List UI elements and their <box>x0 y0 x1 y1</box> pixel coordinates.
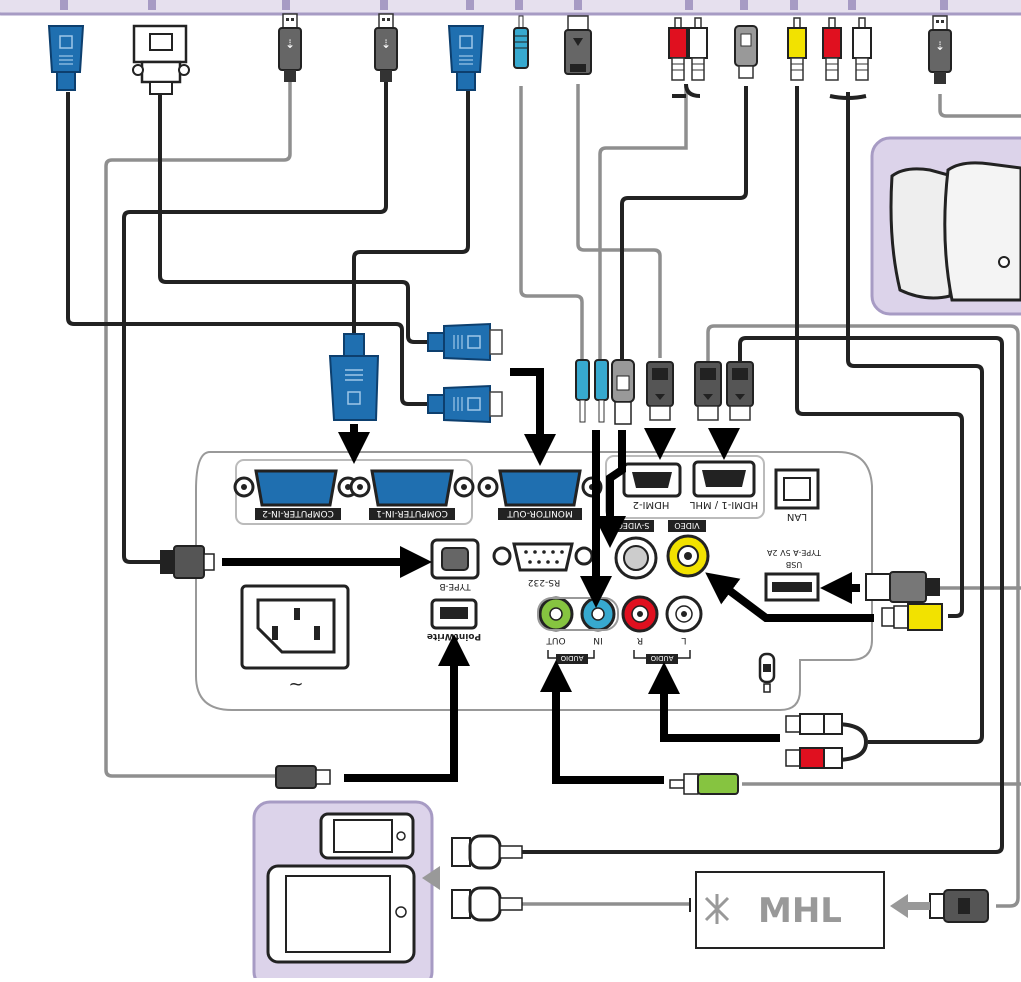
mini-jack-icon <box>669 773 739 795</box>
hdmi-1-mhl-label: HDMI-1 / MHL <box>689 499 758 510</box>
speaker-icon <box>889 161 1021 302</box>
usb-type-a-label: TYPE-A 5V 2A <box>766 548 822 557</box>
top-source-strip <box>0 0 1021 16</box>
mini-jack-icon <box>513 15 529 69</box>
power-inlet[interactable]: ~ <box>240 584 350 695</box>
mini-jack-icon <box>575 359 609 423</box>
mobile-device-box <box>252 800 434 982</box>
audio-r-port[interactable]: R <box>621 595 659 645</box>
rca-plug-icon <box>881 603 943 631</box>
rca-plug-icon <box>787 17 807 81</box>
audio-l-label: L <box>681 635 686 645</box>
ac-symbol: ~ <box>288 674 303 695</box>
hdmi-plug-icon <box>726 361 754 421</box>
monitor-out-label: MONITOR-OUT <box>507 508 573 518</box>
s-video-port[interactable]: S-VIDEO <box>612 520 658 580</box>
micro-hdmi-plug-icon <box>451 886 523 922</box>
rca-plug-icon <box>785 713 843 769</box>
video-port[interactable]: VIDEO <box>666 520 710 578</box>
usb-plug-icon <box>278 13 302 83</box>
rca-plug-icon <box>822 17 842 81</box>
hdmi-2-label: HDMI-2 <box>633 499 670 510</box>
lan-port[interactable]: LAN <box>774 468 820 522</box>
audio-l-port[interactable]: L <box>665 595 703 645</box>
gray-cables <box>104 82 1021 908</box>
vga-plug-icon <box>328 333 380 421</box>
monitor-out-port[interactable]: MONITOR-OUT <box>477 469 603 520</box>
hdmi-plug-icon <box>929 889 989 923</box>
speaker-device <box>870 136 1021 316</box>
computer-in-1-port[interactable]: COMPUTER-IN-1 <box>349 469 475 520</box>
audio-out-label: OUT <box>546 635 566 645</box>
audio-group-labels: AUDIO AUDIO <box>547 650 691 664</box>
pointwrite-label: PointWrite <box>427 631 481 641</box>
computer-in-2-port[interactable]: COMPUTER-IN-2 <box>233 469 359 520</box>
audio-group-label: AUDIO <box>650 654 673 662</box>
micro-usb-plug-icon <box>928 15 952 85</box>
vga-plug-icon <box>48 25 84 91</box>
pointwrite-port[interactable]: PointWrite <box>427 598 481 641</box>
mhl-logo: MHL <box>758 891 842 931</box>
lan-label: LAN <box>787 511 807 522</box>
vga-plug-icon <box>448 25 484 91</box>
usb-plug-icon <box>160 545 215 579</box>
usb-plug-icon <box>374 13 398 83</box>
audio-r-label: R <box>637 635 643 645</box>
vga-plug-icon <box>427 323 503 361</box>
computer-in-1-label: COMPUTER-IN-1 <box>376 508 448 518</box>
tablet-icon <box>266 864 416 964</box>
connection-arrows <box>222 368 874 784</box>
mhl-adapter-icon: MHL <box>695 871 885 949</box>
usb-plug-icon <box>865 571 940 603</box>
audio-in-label: IN <box>593 635 602 645</box>
hdmi-1-mhl-port[interactable]: HDMI-1 / MHL <box>689 460 758 510</box>
phone-icon <box>319 812 415 860</box>
arrow-icon <box>422 866 440 890</box>
vga-plug-icon <box>427 385 503 423</box>
usb-type-a-port[interactable]: USB TYPE-A 5V 2A <box>764 548 822 602</box>
computer-in-2-label: COMPUTER-IN-2 <box>262 508 334 518</box>
hdmi-plug-icon <box>694 361 722 421</box>
hdmi-plug-icon <box>564 15 592 75</box>
dvi-plug-icon <box>132 24 190 95</box>
black-cables <box>66 82 1004 854</box>
svideo-plug-icon <box>734 25 758 79</box>
audio-group-label: AUDIO <box>560 654 583 662</box>
usb-label: USB <box>786 560 802 569</box>
arrow-icon <box>890 894 908 918</box>
hdmi-plug-icon <box>646 361 674 421</box>
micro-hdmi-plug-icon <box>451 834 523 870</box>
rs232-label: RS-232 <box>528 577 560 587</box>
type-b-label: TYPE-B <box>439 581 471 591</box>
kensington-lock-icon <box>758 652 776 693</box>
svideo-plug-icon <box>611 359 635 425</box>
hdmi-2-port[interactable]: HDMI-2 <box>622 462 682 510</box>
rca-plug-icon <box>668 17 688 81</box>
type-b-port[interactable]: TYPE-B <box>430 538 480 591</box>
s-video-label: S-VIDEO <box>617 521 650 530</box>
micro-usb-plug-icon <box>275 765 331 789</box>
rca-plug-icon <box>852 17 872 81</box>
rs232-port[interactable]: RS-232 <box>492 542 594 587</box>
rca-plug-icon <box>688 17 708 81</box>
video-label: VIDEO <box>674 521 699 530</box>
projector-panel <box>195 451 873 711</box>
